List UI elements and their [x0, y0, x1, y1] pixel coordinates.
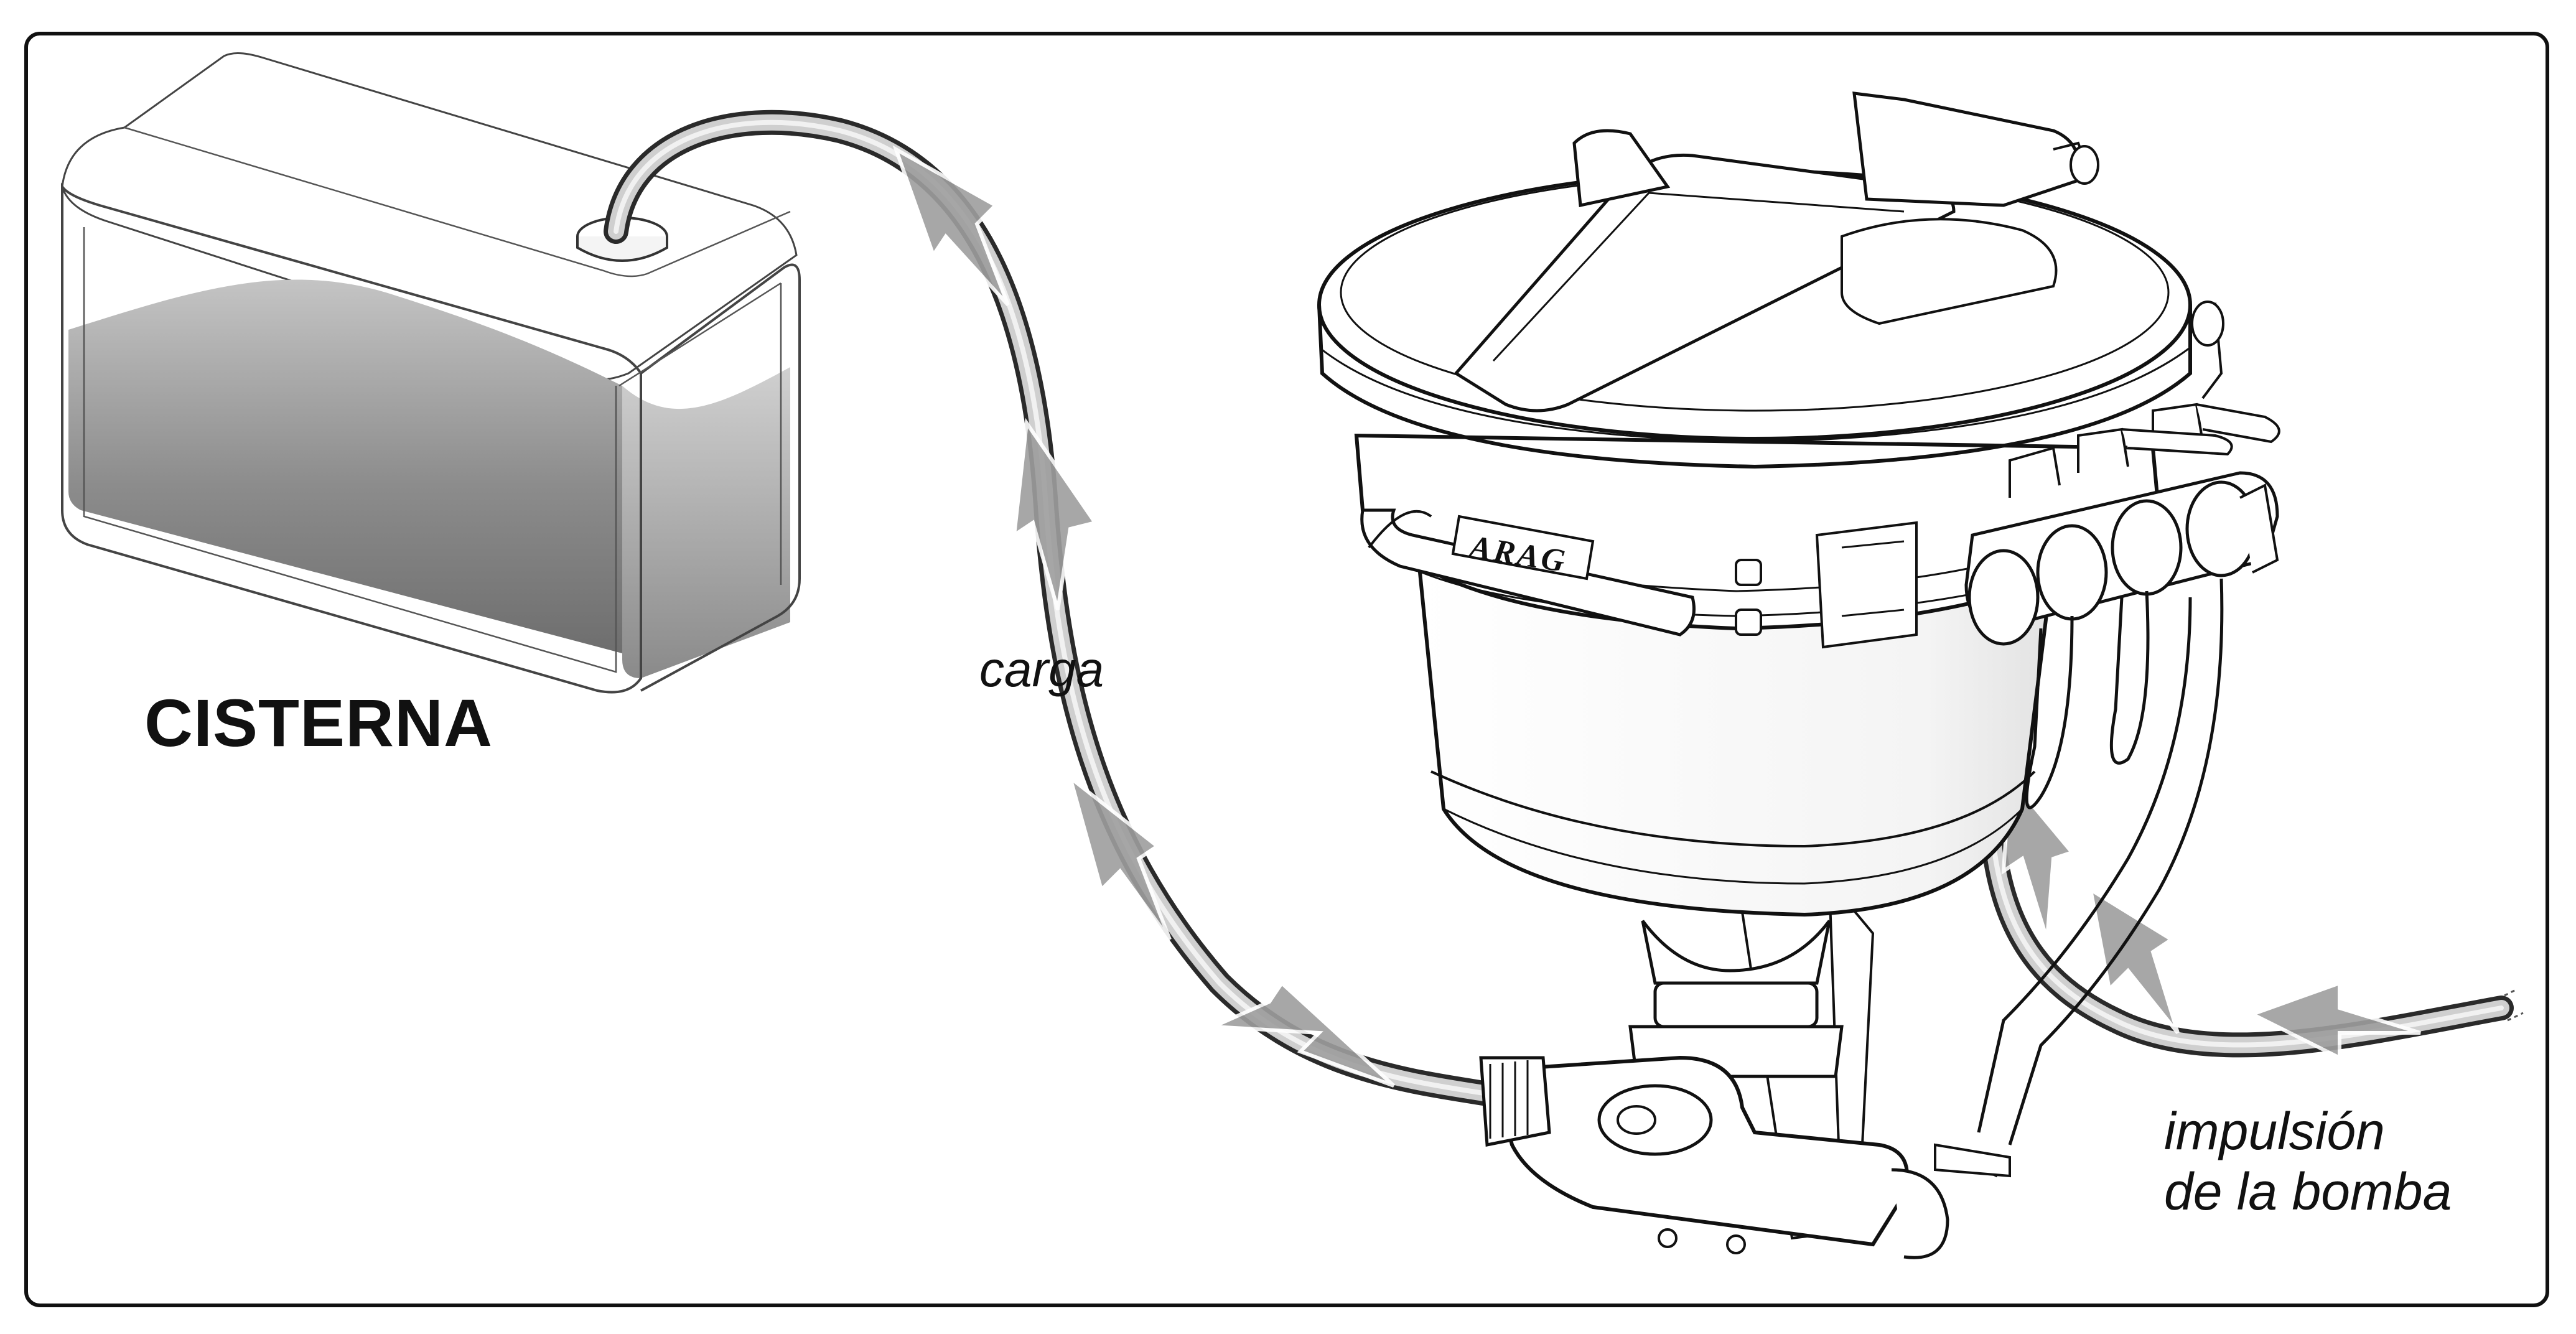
hopper-bowl [1416, 558, 2056, 917]
flow-arrow-icon [892, 145, 1396, 1088]
side-handle [1360, 508, 1696, 637]
pump-hose [1977, 628, 2524, 1058]
tank-side-face [640, 263, 801, 692]
tank-front-face [61, 182, 642, 694]
diagram-frame [24, 32, 2549, 1307]
premixer-hopper-icon: ARAG [1317, 91, 2280, 1259]
pump-impulse-label-line-2: de la bomba [2164, 1162, 2452, 1221]
pump-impulse-label-line-1: impulsión [2164, 1102, 2385, 1160]
tank-label: CISTERNA [144, 685, 493, 760]
venturi-valve [1479, 1055, 2011, 1259]
tank-side-inner [618, 282, 782, 585]
tank-top-face [61, 52, 798, 381]
load-label: carga [979, 641, 1104, 697]
tank-liquid-front [68, 279, 622, 654]
tank-liquid-side [622, 367, 790, 678]
pump-flow-arrow-icon [2001, 773, 2421, 1061]
tank-filler-rim [576, 236, 668, 262]
tank-top-edge [124, 126, 791, 278]
valve-manifold [1964, 301, 2280, 646]
pump-impulse-label: impulsión de la bomba [2164, 1101, 2452, 1221]
tank-front-inner [83, 227, 617, 673]
